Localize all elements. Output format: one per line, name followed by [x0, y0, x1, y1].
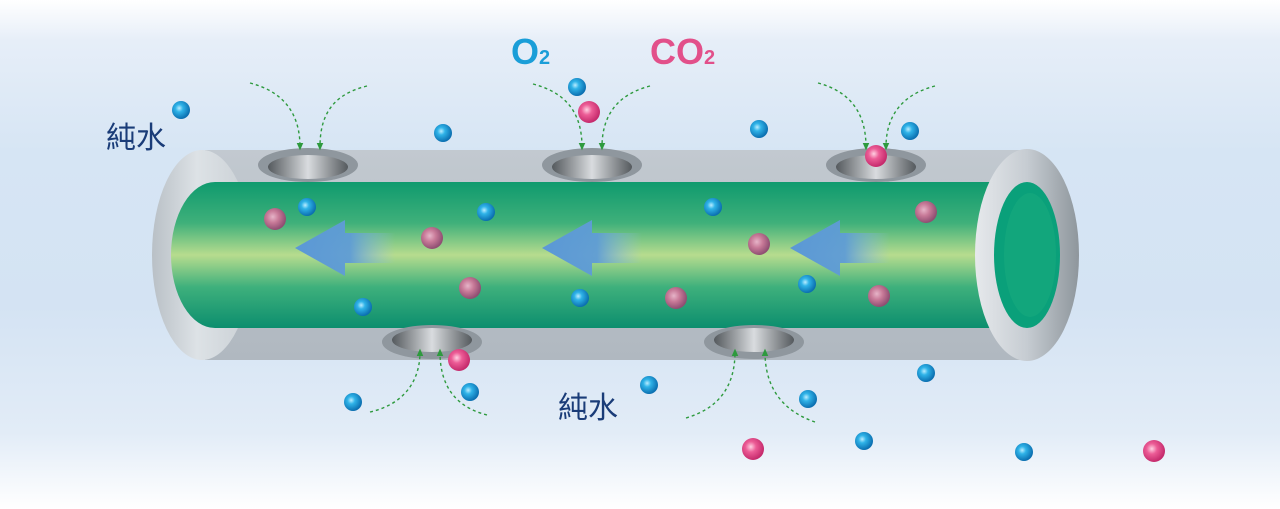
oxygen-molecule-icon: [917, 364, 935, 382]
oxygen-molecule-icon: [571, 289, 589, 307]
diffusion-arrow-icon: [436, 348, 488, 416]
pore: [258, 148, 358, 182]
diffusion-arrow-icon: [685, 348, 739, 419]
co2-label-main: CO: [650, 31, 704, 72]
diffusion-arrow-icon: [598, 85, 651, 151]
tube-core-left: [171, 182, 259, 328]
co2-molecule-icon: [1143, 440, 1165, 462]
o2-label: O2: [511, 34, 550, 70]
co2-molecule-icon: [448, 349, 470, 371]
diffusion-arrow-icon: [249, 82, 304, 151]
oxygen-molecule-icon: [799, 390, 817, 408]
oxygen-molecule-icon: [477, 203, 495, 221]
oxygen-molecule-icon: [750, 120, 768, 138]
oxygen-molecule-icon: [855, 432, 873, 450]
co2-molecule-icon: [865, 145, 887, 167]
diffusion-arrow-icon: [316, 85, 368, 151]
oxygen-molecule-icon: [354, 298, 372, 316]
oxygen-molecule-icon: [704, 198, 722, 216]
pore: [542, 148, 642, 182]
flow-arrow-icon: [542, 220, 642, 276]
oxygen-molecule-icon: [434, 124, 452, 142]
oxygen-molecule-icon: [640, 376, 658, 394]
co2-molecule-icon: [459, 277, 481, 299]
diffusion-arrow-icon: [761, 348, 816, 423]
oxygen-molecule-icon: [461, 383, 479, 401]
co2-molecule-icon: [748, 233, 770, 255]
o2-label-main: O: [511, 31, 540, 72]
pure-water-label-left: 純水: [106, 121, 166, 156]
oxygen-molecule-icon: [901, 122, 919, 140]
oxygen-molecule-icon: [172, 101, 190, 119]
oxygen-molecule-icon: [298, 198, 316, 216]
co2-molecule-icon: [578, 101, 600, 123]
pure-water-label-bottom: 純水: [558, 391, 618, 426]
molecules: [172, 78, 1165, 462]
flow-arrow-icon: [790, 220, 890, 276]
co2-molecule-icon: [868, 285, 890, 307]
diffusion-arrow-icon: [532, 83, 586, 151]
co2-molecule-icon: [742, 438, 764, 460]
diffusion-arrows: [249, 82, 936, 423]
oxygen-molecule-icon: [798, 275, 816, 293]
co2-label: CO2: [650, 34, 715, 70]
co2-molecule-icon: [665, 287, 687, 309]
diffusion-arrow-icon: [817, 82, 870, 151]
co2-molecule-icon: [421, 227, 443, 249]
co2-molecule-icon: [915, 201, 937, 223]
oxygen-molecule-icon: [1015, 443, 1033, 461]
co2-label-subscript: 2: [704, 47, 716, 69]
pore: [704, 325, 804, 359]
diffusion-arrow-icon: [882, 85, 936, 151]
diffusion-arrow-icon: [369, 348, 424, 413]
flow-arrows: [295, 220, 890, 276]
o2-label-subscript: 2: [539, 47, 551, 69]
oxygen-molecule-icon: [568, 78, 586, 96]
co2-molecule-icon: [264, 208, 286, 230]
oxygen-molecule-icon: [344, 393, 362, 411]
flow-arrow-icon: [295, 220, 395, 276]
